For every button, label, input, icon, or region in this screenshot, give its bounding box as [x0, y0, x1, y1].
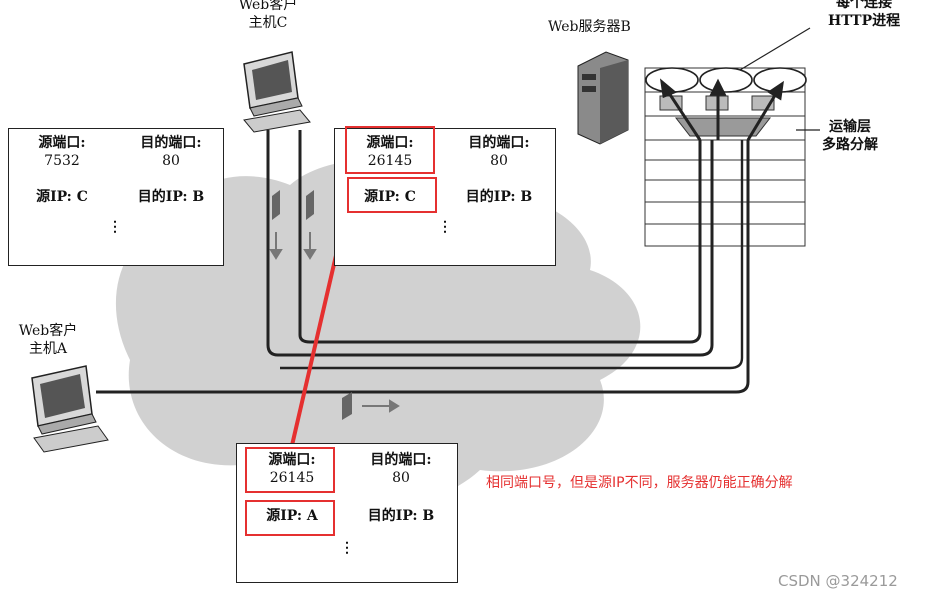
- dst-port-label: 目的端口:: [123, 135, 219, 152]
- client-c-line2: 主机C: [238, 14, 298, 32]
- demux-label: 运输层 多路分解: [822, 118, 878, 154]
- per-connection-line2: HTTP进程: [828, 12, 900, 30]
- src-port-value: 7532: [17, 153, 107, 170]
- explanation-note: 相同端口号，但是源IP不同，服务器仍能正确分解: [486, 472, 793, 492]
- highlight-src-ip-a: [245, 500, 335, 536]
- client-a-line1: Web客户: [18, 322, 78, 340]
- dst-port-value: 80: [123, 153, 219, 170]
- client-a-line2: 主机A: [18, 340, 78, 358]
- client-c-label: Web客户 主机C: [238, 0, 298, 32]
- src-ip: 源IP: C: [17, 189, 107, 206]
- dst-ip: 目的IP: B: [123, 189, 219, 206]
- src-port-label: 源端口:: [17, 135, 107, 152]
- highlight-src-ip-c: [347, 177, 437, 213]
- client-a-label: Web客户 主机A: [18, 322, 78, 358]
- continuation-dots: ⋮: [337, 540, 357, 557]
- highlight-src-port-a: [245, 447, 335, 493]
- dst-port-label: 目的端口:: [451, 135, 547, 152]
- watermark: CSDN @324212: [778, 572, 898, 590]
- dst-ip: 目的IP: B: [451, 189, 547, 206]
- continuation-dots: ⋮: [435, 219, 455, 236]
- server-tower-icon: [578, 52, 628, 144]
- computer-c-icon: [244, 52, 310, 132]
- per-connection-line1: 每个连接: [828, 0, 900, 12]
- dst-port-value: 80: [353, 470, 449, 487]
- highlight-src-port-c: [345, 126, 435, 174]
- dst-ip: 目的IP: B: [353, 508, 449, 525]
- demux-line2: 多路分解: [822, 136, 878, 154]
- continuation-dots: ⋮: [105, 219, 125, 236]
- segment-c-left: 源端口: 7532 目的端口: 80 源IP: C 目的IP: B ⋮: [8, 128, 224, 266]
- dst-port-value: 80: [451, 153, 547, 170]
- computer-a-icon: [32, 366, 108, 452]
- dst-port-label: 目的端口:: [353, 452, 449, 469]
- server-label: Web服务器B: [548, 18, 631, 36]
- demux-line1: 运输层: [822, 118, 878, 136]
- client-c-line1: Web客户: [238, 0, 298, 14]
- per-connection-label: 每个连接 HTTP进程: [828, 0, 900, 30]
